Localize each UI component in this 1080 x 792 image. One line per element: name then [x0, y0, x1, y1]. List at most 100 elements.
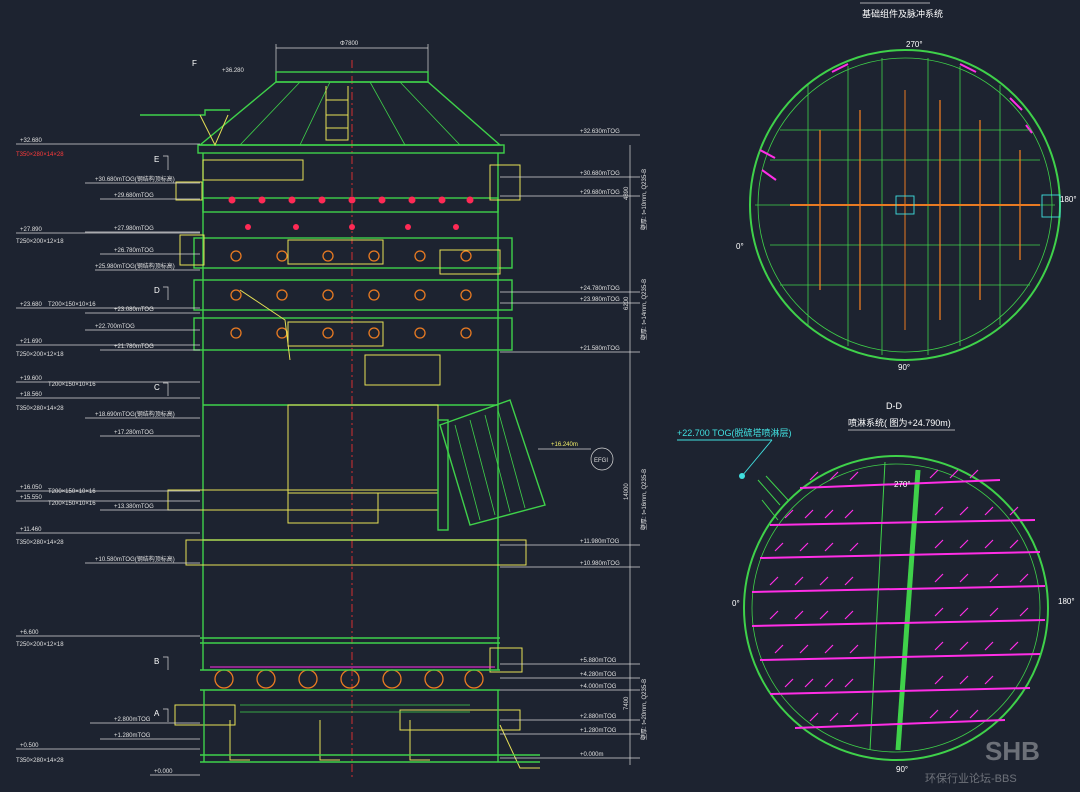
dd-angle-270: 270°	[894, 480, 911, 489]
marker-C: C	[154, 383, 160, 392]
marker-B: B	[154, 657, 159, 666]
dd-angle-0: 0°	[732, 599, 740, 608]
svg-text:+30.680mTOG(钢结构顶标高): +30.680mTOG(钢结构顶标高)	[95, 175, 175, 183]
svg-text:+19.600: +19.600	[20, 376, 43, 382]
spray-inlets	[757, 475, 789, 521]
svg-text:7400: 7400	[624, 696, 630, 710]
marker-D: D	[154, 286, 160, 295]
svg-text:+32.680: +32.680	[20, 138, 43, 144]
svg-text:T350×280×14×28: T350×280×14×28	[16, 540, 64, 546]
svg-text:+29.680mTOG: +29.680mTOG	[114, 193, 154, 199]
svg-text:壁厚: t=14mm, Q235-B: 壁厚: t=14mm, Q235-B	[640, 279, 648, 340]
left-level-lines	[16, 143, 200, 776]
top-angle-180: 180°	[1060, 195, 1077, 204]
spray-headers	[751, 479, 1046, 729]
svg-text:+30.680mTOG: +30.680mTOG	[580, 171, 620, 177]
dd-spray-view: D-D 喷淋系统( 图为+24.790m) +22.700 TOG(脱硫塔喷淋层…	[677, 401, 1075, 774]
svg-text:壁厚: t=20mm, Q235-B: 壁厚: t=20mm, Q235-B	[640, 679, 648, 740]
inner-level-labels: +30.680mTOG(钢结构顶标高) +29.680mTOG +27.980m…	[85, 175, 200, 740]
svg-text:+22.700mTOG: +22.700mTOG	[95, 324, 135, 330]
svg-text:+27.980mTOG: +27.980mTOG	[114, 226, 154, 232]
svg-text:+21.780mTOG: +21.780mTOG	[114, 344, 154, 350]
support-legs	[200, 690, 540, 769]
svg-text:T250×200×12×18: T250×200×12×18	[16, 239, 64, 245]
marker-E: E	[154, 155, 159, 164]
top-view-title: 基础组件及脉冲系统	[862, 8, 943, 19]
svg-text:+23.080mTOG: +23.080mTOG	[114, 307, 154, 313]
svg-text:+13.380mTOG: +13.380mTOG	[114, 504, 154, 510]
svg-text:T200×150×10×16: T200×150×10×16	[48, 302, 96, 308]
svg-text:+1.280mTOG: +1.280mTOG	[114, 733, 151, 739]
svg-text:T250×200×12×18: T250×200×12×18	[16, 352, 64, 358]
watermark-logo: SHB	[985, 736, 1040, 766]
svg-text:壁厚: t=10mm, Q235-B: 壁厚: t=10mm, Q235-B	[640, 169, 648, 230]
red-nozzles	[228, 196, 474, 230]
dd-angle-90: 90°	[896, 765, 908, 774]
top-angle-90: 90°	[898, 363, 910, 372]
efgi-balloon	[590, 447, 614, 471]
dd-angle-180: 180°	[1058, 597, 1075, 606]
platforms	[167, 159, 527, 731]
svg-text:+2.880mTOG: +2.880mTOG	[580, 714, 617, 720]
right-note-level: +16.240m	[551, 442, 578, 448]
diameter-label: Φ7800	[340, 41, 359, 47]
top-angle-270: 270°	[906, 40, 923, 49]
svg-text:T200×150×10×16: T200×150×10×16	[48, 501, 96, 507]
spray-branches	[769, 469, 1029, 722]
svg-text:+11.980mTOG: +11.980mTOG	[580, 539, 620, 545]
top-plan-grid	[755, 58, 1061, 355]
dimension-labels: 4890 6200 14000 7400 壁厚: t=10mm, Q235-B …	[624, 169, 648, 740]
svg-text:4890: 4890	[624, 186, 630, 200]
top-plan-view: 基础组件及脉冲系统	[736, 2, 1077, 372]
marker-A: A	[154, 709, 160, 718]
header-circles	[230, 250, 472, 339]
marker-F: F	[192, 59, 197, 68]
svg-text:+6.600: +6.600	[20, 630, 39, 636]
svg-text:+24.780mTOG: +24.780mTOG	[580, 286, 620, 292]
svg-text:+4.000mTOG: +4.000mTOG	[580, 684, 617, 690]
svg-text:+2.800mTOG: +2.800mTOG	[114, 717, 151, 723]
bottom-header-pipes	[200, 666, 500, 691]
top-level-small: +36.280	[222, 68, 245, 74]
svg-text:+16.050: +16.050	[20, 485, 43, 491]
svg-text:T350×280×14×28: T350×280×14×28	[16, 406, 64, 412]
right-level-labels: +32.630mTOG +30.680mTOG +29.680mTOG +24.…	[580, 129, 620, 758]
svg-text:+29.680mTOG: +29.680mTOG	[580, 190, 620, 196]
dd-note: +22.700 TOG(脱硫塔喷淋层)	[677, 427, 791, 438]
svg-text:+21.690: +21.690	[20, 339, 43, 345]
inlet-duct	[437, 399, 546, 531]
svg-text:T250×200×12×18: T250×200×12×18	[16, 642, 64, 648]
svg-text:壁厚: t=16mm, Q235-B: 壁厚: t=16mm, Q235-B	[640, 469, 648, 530]
svg-text:+4.280mTOG: +4.280mTOG	[580, 672, 617, 678]
svg-text:+23.980mTOG: +23.980mTOG	[580, 297, 620, 303]
svg-text:T350×280×14×28: T350×280×14×28	[16, 152, 64, 158]
watermark: SHB 环保行业论坛-BBS	[925, 736, 1040, 785]
svg-text:+27.890: +27.890	[20, 227, 43, 233]
top-angle-0: 0°	[736, 242, 744, 251]
efgi-balloon-label: EFGI	[594, 458, 608, 464]
svg-text:T200×150×10×16: T200×150×10×16	[48, 489, 96, 495]
svg-text:+23.680: +23.680	[20, 302, 43, 308]
left-level-labels: +32.680 +27.890 +23.680 +21.690 +19.600 …	[16, 138, 173, 775]
svg-text:+18.560: +18.560	[20, 392, 43, 398]
svg-text:+1.280mTOG: +1.280mTOG	[580, 728, 617, 734]
svg-text:+10.980mTOG: +10.980mTOG	[580, 561, 620, 567]
svg-text:+11.460: +11.460	[20, 527, 42, 533]
svg-text:+18.690mTOG(钢结构顶标高): +18.690mTOG(钢结构顶标高)	[95, 410, 175, 418]
svg-text:+5.880mTOG: +5.880mTOG	[580, 658, 617, 664]
svg-text:14000: 14000	[624, 483, 630, 500]
svg-text:6200: 6200	[624, 296, 630, 310]
svg-text:+21.580mTOG: +21.580mTOG	[580, 346, 620, 352]
svg-text:+32.630mTOG: +32.630mTOG	[580, 129, 620, 135]
dd-title: 喷淋系统( 图为+24.790m)	[848, 417, 951, 428]
svg-text:+26.780mTOG: +26.780mTOG	[114, 248, 154, 254]
svg-text:+25.980mTOG(钢结构顶标高): +25.980mTOG(钢结构顶标高)	[95, 262, 175, 270]
svg-text:+0.500: +0.500	[20, 743, 39, 749]
svg-text:+0.000: +0.000	[154, 769, 173, 775]
svg-text:T350×280×14×28: T350×280×14×28	[16, 758, 64, 764]
elevation-view: Φ7800 +36.280 F	[16, 41, 648, 780]
svg-text:+17.280mTOG: +17.280mTOG	[114, 430, 154, 436]
right-level-lines	[500, 134, 640, 759]
svg-text:T200×150×10×16: T200×150×10×16	[48, 382, 96, 388]
